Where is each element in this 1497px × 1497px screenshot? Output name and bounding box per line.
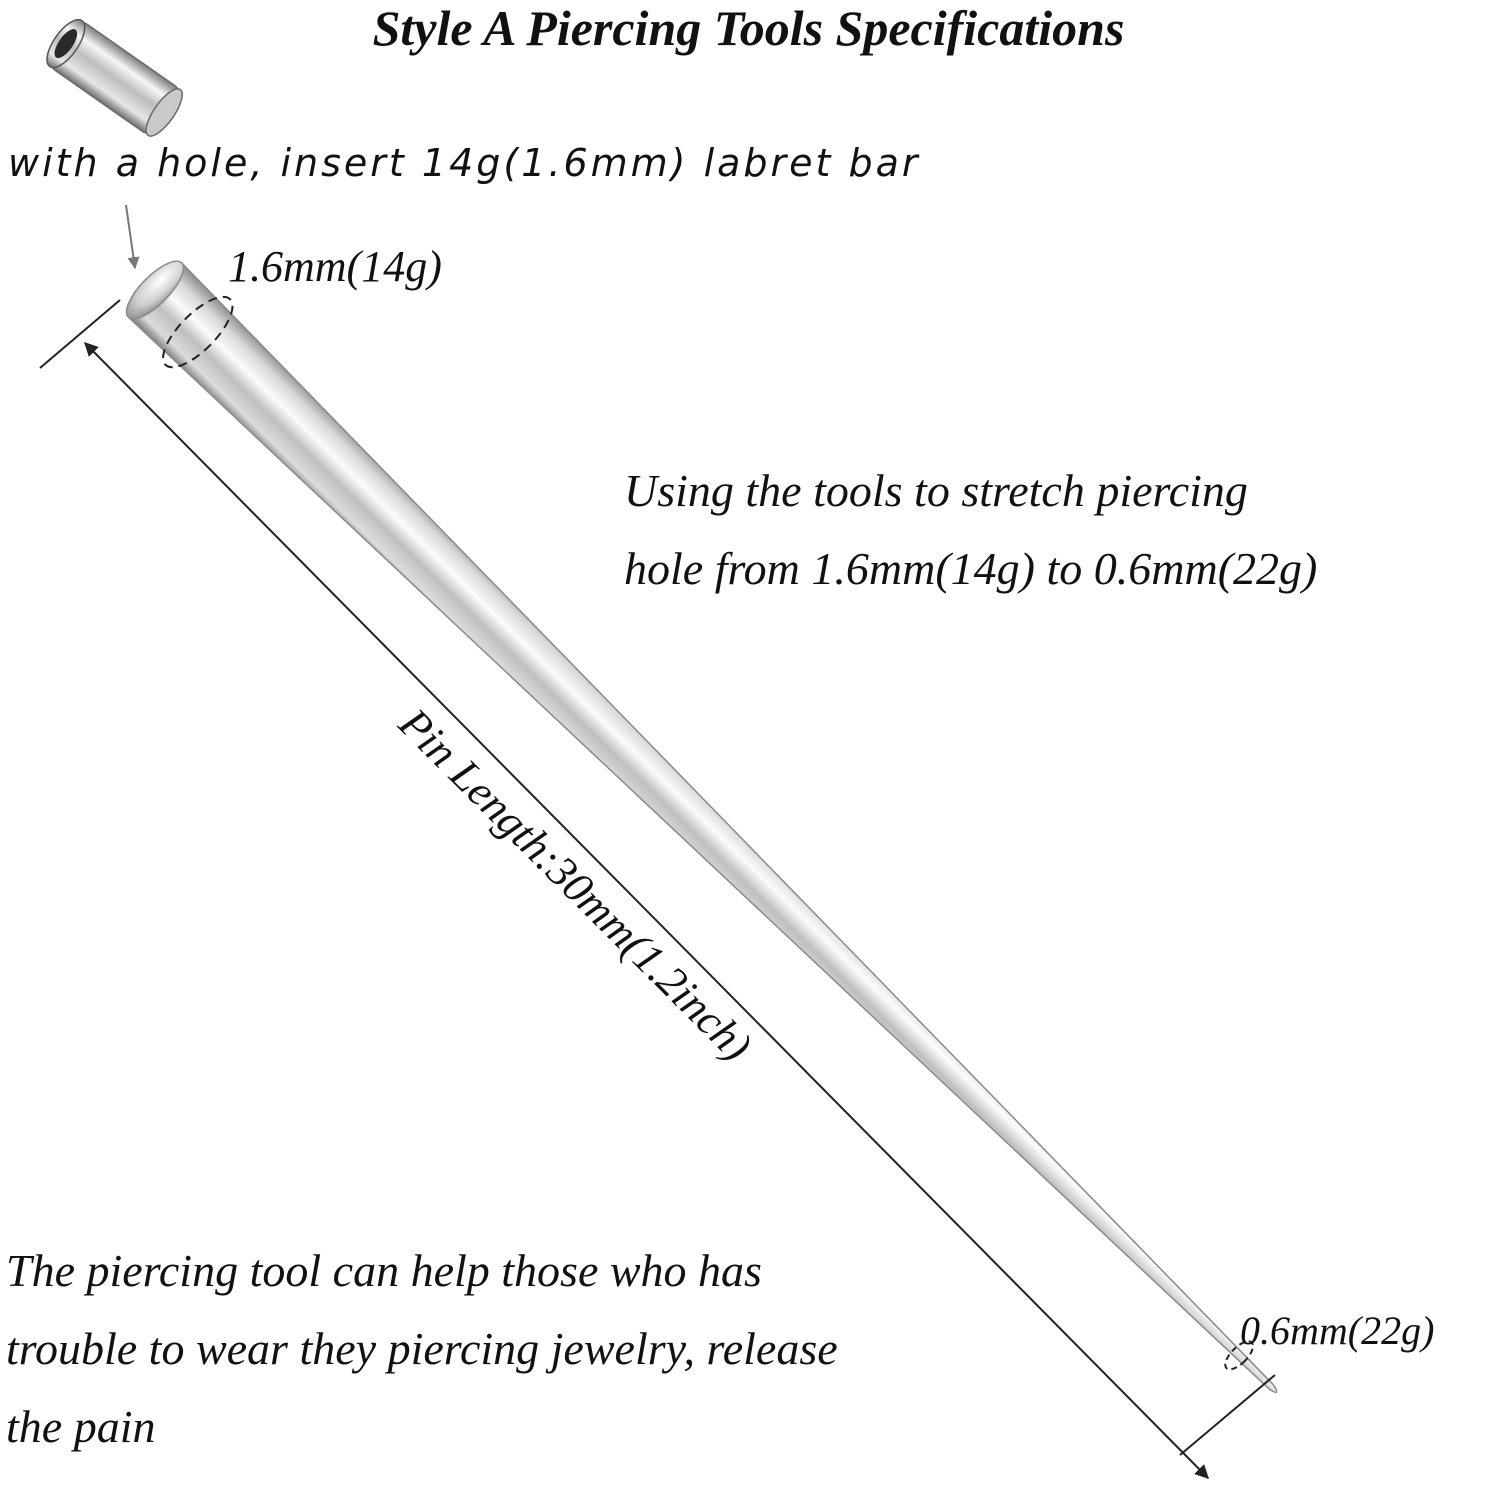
dashed-ring-bottom	[1224, 1340, 1254, 1371]
dimension-extension-top	[39, 299, 121, 369]
pin-length-dimension-line	[84, 342, 1209, 1479]
hole-note-label: with a hole, insert 14g(1.6mm) labret ba…	[8, 141, 921, 185]
usage-line-2: hole from 1.6mm(14g) to 0.6mm(22g)	[624, 543, 1318, 594]
page-title: Style A Piercing Tools Specifications	[372, 0, 1125, 56]
hole-pointer-arrow	[125, 204, 140, 270]
dimension-extension-bottom	[1179, 1374, 1276, 1456]
dimension-bottom-label: 0.6mm(22g)	[1240, 1308, 1435, 1353]
usage-line-1: Using the tools to stretch piercing	[624, 465, 1248, 516]
hollow-tube-icon	[46, 18, 183, 137]
dimension-top-label: 1.6mm(14g)	[228, 242, 442, 291]
help-line-2: trouble to wear they piercing jewelry, r…	[6, 1323, 838, 1374]
help-line-3: the pain	[6, 1401, 156, 1452]
help-line-1: The piercing tool can help those who has	[6, 1245, 762, 1296]
help-description: The piercing tool can help those who has…	[6, 1232, 838, 1466]
usage-description: Using the tools to stretch piercing hole…	[624, 452, 1317, 608]
